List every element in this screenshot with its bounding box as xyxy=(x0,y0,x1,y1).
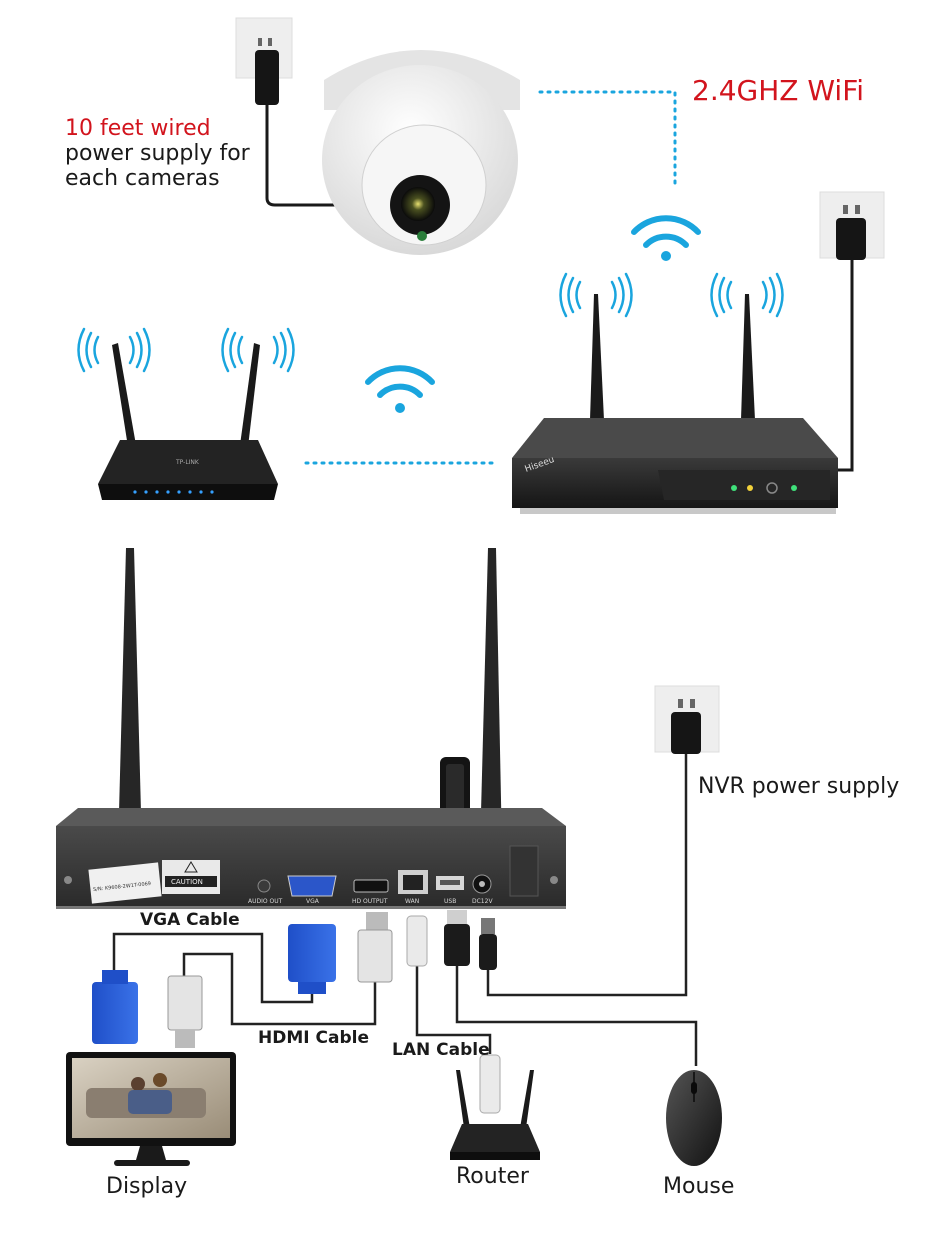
camera-power-note-line2: power supply for xyxy=(65,141,250,166)
monitor-display xyxy=(66,1052,236,1166)
camera-wifi-link xyxy=(538,90,677,190)
dc12v-port-label: DC12V xyxy=(472,898,493,905)
dome-camera xyxy=(322,50,520,255)
nvr-back-panel xyxy=(56,808,566,909)
hd-output-label: HD OUTPUT xyxy=(352,898,388,905)
display-label: Display xyxy=(106,1174,188,1199)
vga-cable-label: VGA Cable xyxy=(140,910,240,930)
usb-plug xyxy=(444,910,470,966)
signal-icon xyxy=(77,327,295,373)
camera-power-note-line1: 10 feet wired xyxy=(65,116,211,141)
wan-port-label: WAN xyxy=(405,898,420,905)
usb-port-label: USB xyxy=(444,898,457,905)
camera-power-note-line3: each cameras xyxy=(65,166,220,191)
hdmi-connector xyxy=(167,912,393,1048)
nvr-recorder-top xyxy=(512,418,838,514)
nvr-top-power-cable xyxy=(836,260,854,472)
mouse-label: Mouse xyxy=(663,1174,735,1199)
lan-cable-label: LAN Cable xyxy=(392,1040,490,1060)
hdmi-cable-label: HDMI Cable xyxy=(258,1028,369,1048)
mouse-device xyxy=(666,1070,722,1166)
wall-outlet-nvr-bottom xyxy=(654,685,720,754)
camera-power-cable xyxy=(265,105,352,207)
vga-connector xyxy=(92,924,336,1044)
router-bottom xyxy=(450,1070,540,1160)
wifi-icon xyxy=(365,365,435,413)
wall-outlet-camera xyxy=(235,17,293,105)
lan-plug xyxy=(406,915,501,1114)
dc-plug xyxy=(479,918,497,970)
router-brand-logo: TP-LINK xyxy=(175,459,200,466)
antenna-icon xyxy=(590,294,755,420)
audio-out-label: AUDIO OUT xyxy=(248,898,283,905)
wifi-icon xyxy=(631,215,701,261)
signal-icon xyxy=(559,272,784,318)
caution-label: CAUTION xyxy=(171,878,203,886)
router-label: Router xyxy=(456,1164,529,1189)
camera-power-note: 10 feet wired power supply for each came… xyxy=(65,116,250,191)
vga-port-label: VGA xyxy=(306,898,319,905)
wifi-label: 2.4GHZ WiFi xyxy=(692,74,865,107)
router-top xyxy=(98,343,278,500)
wall-outlet-nvr-top xyxy=(819,191,885,260)
nvr-power-label: NVR power supply xyxy=(698,774,900,799)
